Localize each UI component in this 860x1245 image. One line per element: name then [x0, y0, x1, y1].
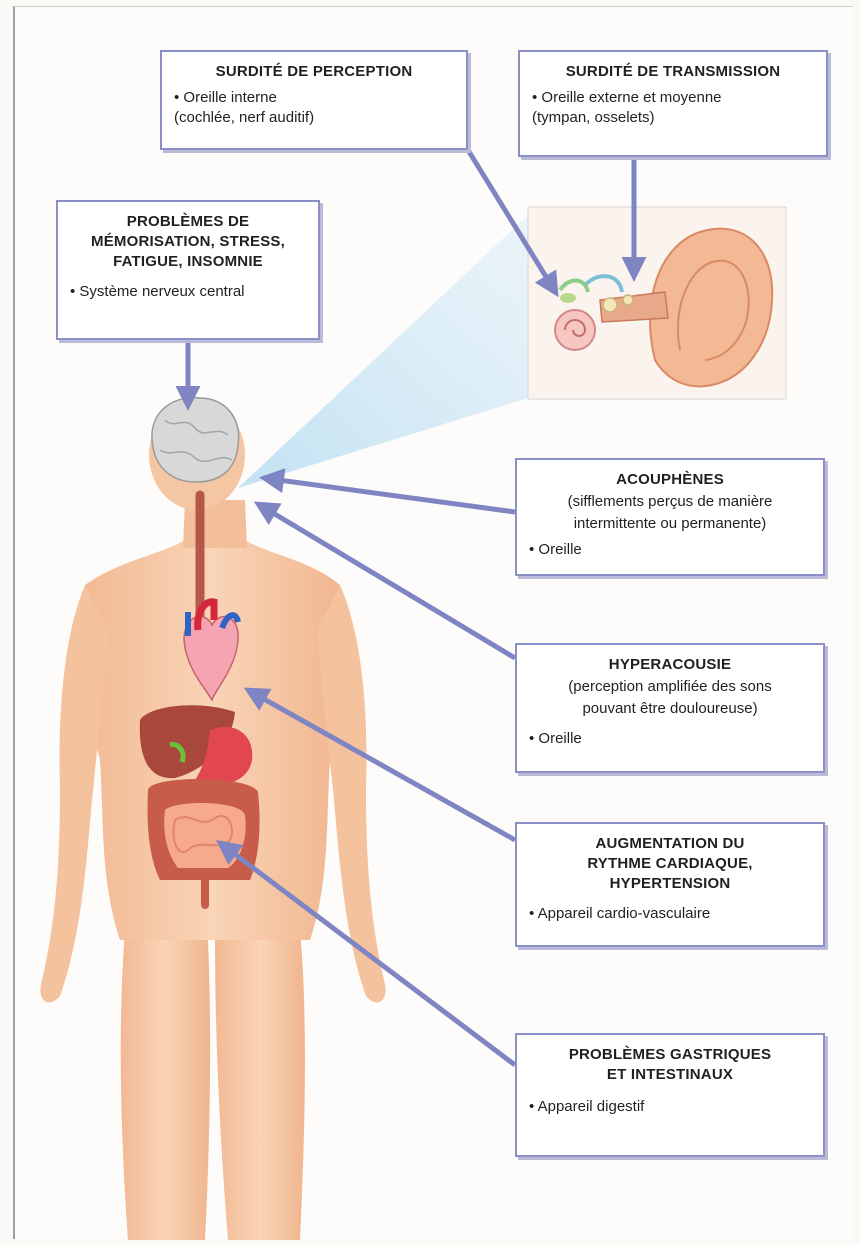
- ear-cross-section-image: [528, 207, 786, 399]
- callout-cardiac-title-3: HYPERTENSION: [529, 874, 811, 894]
- callout-memory: PROBLÈMES DE MÉMORISATION, STRESS, FATIG…: [56, 200, 320, 340]
- callout-memory-title-1: PROBLÈMES DE: [70, 212, 306, 232]
- callout-cardiac-title-1: AUGMENTATION DU: [529, 834, 811, 854]
- callout-hyperacusis-desc-1: (perception amplifiée des sons: [529, 677, 811, 697]
- callout-transmission-item-cont: (tympan, osselets): [532, 109, 655, 126]
- callout-gastric-item: Appareil digestif: [529, 1098, 644, 1115]
- callout-perception: SURDITÉ DE PERCEPTION Oreille interne (c…: [160, 50, 468, 150]
- callout-gastric-title-2: ET INTESTINAUX: [529, 1065, 811, 1085]
- callout-transmission-title: SURDITÉ DE TRANSMISSION: [532, 62, 814, 82]
- callout-tinnitus: ACOUPHÈNES (sifflements perçus de manièr…: [515, 458, 825, 576]
- callout-cardiac: AUGMENTATION DU RYTHME CARDIAQUE, HYPERT…: [515, 822, 825, 947]
- callout-cardiac-title-2: RYTHME CARDIAQUE,: [529, 854, 811, 874]
- callout-transmission-item: Oreille externe et moyenne: [532, 89, 722, 106]
- callout-memory-item: Système nerveux central: [70, 283, 245, 300]
- arrow-tinnitus: [264, 478, 515, 512]
- callout-hyperacusis-title: HYPERACOUSIE: [529, 655, 811, 675]
- callout-tinnitus-title: ACOUPHÈNES: [529, 470, 811, 490]
- callout-tinnitus-item: Oreille: [529, 541, 582, 558]
- callout-tinnitus-desc-2: intermittente ou permanente): [529, 514, 811, 534]
- callout-hyperacusis-item: Oreille: [529, 730, 582, 747]
- callout-gastric: PROBLÈMES GASTRIQUES ET INTESTINAUX Appa…: [515, 1033, 825, 1157]
- callout-memory-title-2: MÉMORISATION, STRESS,: [70, 232, 306, 252]
- callout-perception-title: SURDITÉ DE PERCEPTION: [174, 62, 454, 82]
- callout-cardiac-item: Appareil cardio-vasculaire: [529, 905, 710, 922]
- callout-hyperacusis: HYPERACOUSIE (perception amplifiée des s…: [515, 643, 825, 773]
- human-body: [40, 398, 385, 1240]
- callout-perception-item-cont: (cochlée, nerf auditif): [174, 109, 314, 126]
- callout-transmission: SURDITÉ DE TRANSMISSION Oreille externe …: [518, 50, 828, 157]
- callout-tinnitus-desc-1: (sifflements perçus de manière: [529, 492, 811, 512]
- callout-perception-item: Oreille interne: [174, 89, 277, 106]
- callout-gastric-title-1: PROBLÈMES GASTRIQUES: [529, 1045, 811, 1065]
- callout-memory-title-3: FATIGUE, INSOMNIE: [70, 252, 306, 272]
- callout-hyperacusis-desc-2: pouvant être douloureuse): [529, 699, 811, 719]
